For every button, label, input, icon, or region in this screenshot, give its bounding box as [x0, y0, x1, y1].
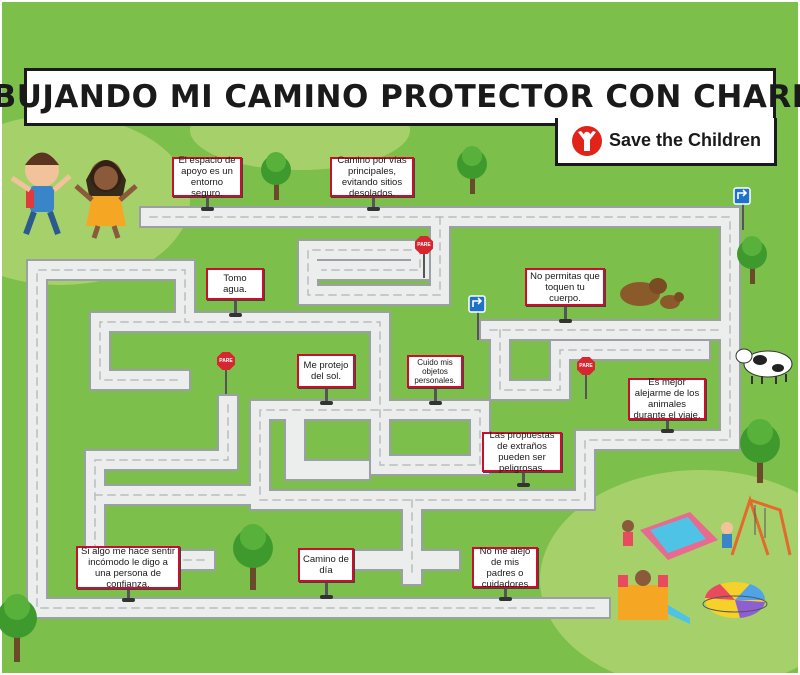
road-sign: El espacio de apoyo es un entorno seguro… [172, 155, 242, 199]
stop-sign-label: PARE [417, 242, 431, 248]
stop-sign-icon: PARE [217, 352, 235, 370]
child-icon [622, 520, 634, 546]
road-sign: Camino por vías principales, evitando si… [330, 155, 414, 199]
road-sign-text: El espacio de apoyo es un entorno seguro… [178, 155, 236, 199]
child-arms-raised-logo-icon [571, 125, 602, 156]
road-sign-text: Cuido mis objetos personales. [414, 358, 456, 385]
child-girl-icon [74, 160, 138, 239]
road-sign-text: No permitas que toquen tu cuerpo. [530, 270, 600, 304]
tree [0, 594, 37, 662]
road-sign: Las propuestas de extraños pueden ser pe… [482, 430, 562, 474]
road-sign-text: Las propuestas de extraños pueden ser pe… [489, 430, 555, 474]
road-sign-text: Tomo agua. [223, 273, 247, 295]
capybara-icon [620, 278, 684, 309]
road-sign: Camino de día [298, 548, 354, 582]
road-sign: Me protejo del sol. [297, 354, 355, 388]
road-sign: Tomo agua. [206, 268, 264, 300]
carousel-icon [702, 582, 768, 618]
tree [737, 236, 767, 284]
child-boy-icon [10, 152, 72, 236]
stop-sign-icon: PARE [415, 236, 433, 254]
road-sign: No permitas que toquen tu cuerpo. [525, 268, 605, 306]
road-sign: No me alejo de mis padres o cuidadores [472, 545, 538, 590]
child-icon [721, 522, 733, 548]
road-sign: Cuido mis objetos personales. [407, 355, 463, 388]
tree [261, 152, 291, 200]
road-sign: Si algo me hace sentir incómodo le digo … [76, 545, 180, 590]
bouncy-castle-icon [618, 570, 690, 624]
stop-sign-icon: PARE [577, 357, 595, 375]
road-sign-text: Si algo me hace sentir incómodo le digo … [81, 545, 175, 590]
page-title: DIBUJANDO MI CAMINO PROTECTOR CON CHARLI… [0, 68, 800, 126]
stop-sign-label: PARE [579, 363, 593, 369]
stop-sign-label: PARE [219, 358, 233, 364]
road-sign-text: No me alejo de mis padres o cuidadores [479, 545, 531, 590]
direction-sign-icon [468, 295, 486, 340]
brand-logo: Save the Children [555, 118, 777, 166]
road-sign: Es mejor alejarme de los animales durant… [628, 377, 706, 421]
direction-sign-icon [733, 187, 751, 230]
stop-sign: PARE [415, 236, 433, 278]
tree [740, 419, 780, 483]
cow-icon [735, 348, 793, 384]
road-sign-text: Camino por vías principales, evitando si… [337, 155, 407, 199]
tree [233, 524, 273, 590]
stop-sign: PARE [217, 352, 235, 394]
tree [457, 146, 487, 194]
road-sign-text: Camino de día [303, 554, 349, 576]
road-sign-text: Me protejo del sol. [303, 360, 349, 382]
stop-sign: PARE [577, 357, 595, 399]
grass-patch [540, 470, 800, 675]
road-sign-text: Es mejor alejarme de los animales durant… [633, 377, 701, 421]
sandbox-icon [640, 512, 718, 560]
swing-icon [730, 495, 792, 556]
brand-name: Save the Children [608, 130, 762, 150]
maze-roads [26, 206, 741, 619]
